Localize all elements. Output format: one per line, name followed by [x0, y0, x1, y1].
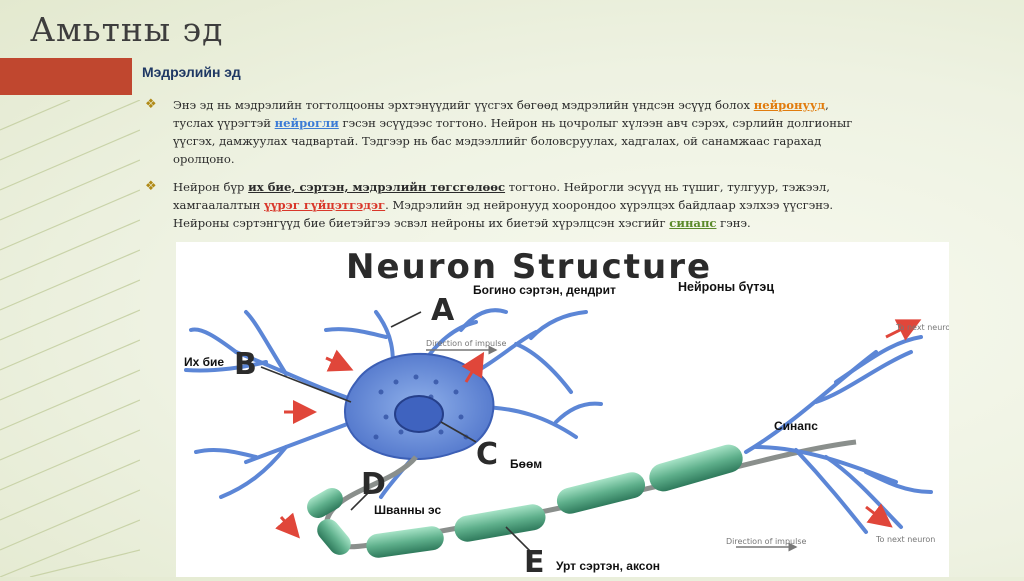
letter-a: A	[431, 293, 455, 328]
label-schwann-cell: Шванны эс	[374, 503, 442, 517]
bullet-item: ❖ Нейрон бүр их бие, сэртэн, мэдрэлийн т…	[145, 178, 865, 232]
neuron-illustration: Neuron Structure	[184, 247, 955, 580]
letter-e: E	[524, 545, 545, 577]
label-synapse: Синапс	[774, 419, 818, 433]
pointer-lines	[260, 311, 532, 553]
section-heading: Мэдрэлийн эд	[142, 64, 241, 80]
decorative-stripes	[0, 100, 140, 577]
letter-d: D	[361, 467, 386, 502]
label-dendrite: Богино сэртэн, дендрит	[473, 283, 616, 297]
label-nucleus: Бөөм	[510, 457, 543, 471]
impulse-text-bottom: Direction of impulse	[726, 537, 806, 546]
neuron-diagram: Neuron Structure	[176, 242, 955, 580]
diagram-heading: Neuron Structure	[346, 247, 712, 287]
bullet-text: Энэ эд нь мэдрэлийн тогтолцооны эрхтэнүү…	[173, 98, 853, 166]
next-neuron-text-bottom: To next neuron	[875, 535, 935, 544]
bullet-item: ❖ Энэ эд нь мэдрэлийн тогтолцооны эрхтэн…	[145, 96, 865, 168]
diagram-letters: A B C D E	[234, 293, 545, 580]
letter-b: B	[234, 347, 257, 382]
label-axon: Урт сэртэн, аксон	[556, 559, 661, 573]
label-cell-body: Их бие	[184, 355, 225, 369]
title-accent-bar	[0, 58, 132, 95]
axon-terminals	[744, 335, 933, 534]
myelin-sheath	[307, 444, 743, 558]
impulse-arrows	[275, 319, 922, 539]
nucleus-shape	[394, 395, 444, 433]
next-neuron-text-top: To next neuron	[895, 323, 949, 332]
bullet-list: ❖ Энэ эд нь мэдрэлийн тогтолцооны эрхтэн…	[145, 96, 865, 242]
slide-title: Амьтны эд	[30, 10, 224, 49]
bullet-text: Нейрон бүр их бие, сэртэн, мэдрэлийн төг…	[173, 180, 834, 230]
diamond-bullet-icon: ❖	[145, 97, 157, 112]
impulse-text-top: Direction of impulse	[426, 339, 506, 348]
letter-c: C	[476, 437, 498, 472]
diamond-bullet-icon: ❖	[145, 179, 157, 194]
label-neuron-structure: Нейроны бүтэц	[678, 280, 775, 294]
